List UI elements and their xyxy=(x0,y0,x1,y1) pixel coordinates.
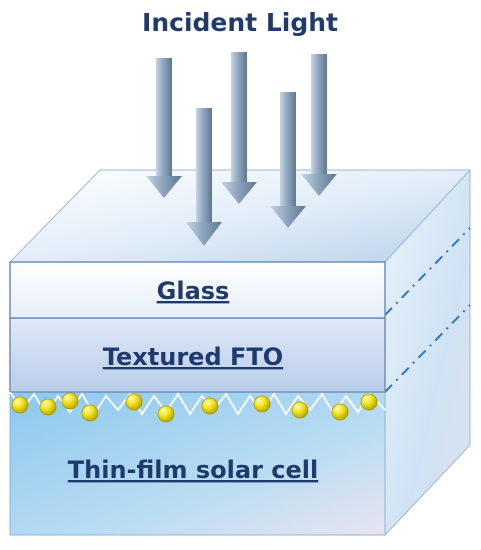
nanoparticle xyxy=(39,398,57,416)
nanoparticle xyxy=(81,404,99,422)
glass-label: Glass xyxy=(157,277,230,305)
incident-light-arrows xyxy=(146,52,337,246)
arrow-down-icon xyxy=(301,54,337,196)
nanoparticle xyxy=(11,396,29,414)
nanoparticle xyxy=(125,393,143,411)
arrow-down-icon xyxy=(146,58,182,198)
nanoparticle xyxy=(157,405,175,423)
cell-label: Thin-film solar cell xyxy=(68,456,318,484)
side-interface-line-1 xyxy=(384,227,471,316)
nanoparticle-row xyxy=(11,392,378,423)
nanoparticle xyxy=(201,397,219,415)
nanoparticle xyxy=(331,403,349,421)
nanoparticle xyxy=(291,401,309,419)
fto-label: Textured FTO xyxy=(103,343,283,371)
arrow-down-icon xyxy=(186,108,222,246)
nanoparticle xyxy=(360,393,378,411)
arrow-down-icon xyxy=(270,92,306,228)
nanoparticle xyxy=(253,395,271,413)
glass-layer xyxy=(9,261,386,319)
title-label: Incident Light xyxy=(142,8,338,37)
side-interface-line-2 xyxy=(384,304,471,393)
nanoparticle xyxy=(61,392,79,410)
thin-film-cell-layer xyxy=(9,391,386,536)
textured-fto-layer xyxy=(9,317,386,393)
arrow-down-icon xyxy=(221,52,257,204)
